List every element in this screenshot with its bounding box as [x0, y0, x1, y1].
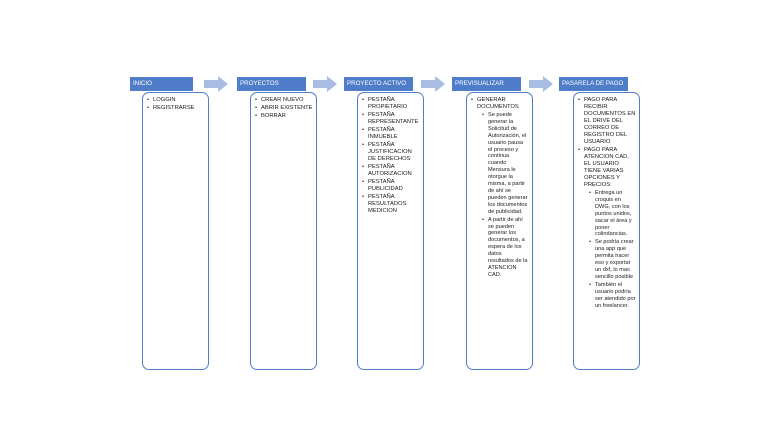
flow-arrow-icon	[421, 76, 445, 92]
stage-item: PESTAÑA INMUEBLE	[362, 127, 420, 141]
stage-header-pasarela-de-pago: PASARELA DE PAGO	[559, 77, 628, 91]
stage-list: PAGO PARA RECIBIR DOCUMENTOS EN EL DRIVE…	[578, 97, 636, 309]
stage-item-text: PAGO PARA RECIBIR DOCUMENTOS EN EL DRIVE…	[584, 97, 636, 145]
stage-header-inicio: INICIO	[130, 77, 193, 91]
stage-item-text: CREAR NUEVO	[261, 97, 304, 103]
stage-item-text: PESTAÑA AUTORIZACION	[368, 164, 412, 177]
sub-item: Se puede generar la Solicitud de Autoriz…	[482, 112, 529, 216]
stage-header-proyectos: PROYECTOS	[237, 77, 306, 91]
stage-list: PESTAÑA PROPIETARIO PESTAÑA REPRESENTANTE…	[362, 97, 420, 215]
stage-box-proyecto-activo: PESTAÑA PROPIETARIO PESTAÑA REPRESENTANTE…	[357, 92, 424, 370]
flow-arrow-icon	[313, 76, 337, 92]
stage-item-text: PESTAÑA INMUEBLE	[368, 127, 398, 140]
stage-header-proyecto-activo: PROYECTO ACTIVO	[344, 77, 413, 91]
stage-item-text: PESTAÑA PUBLICIDAD	[368, 179, 403, 192]
stage-item: REGISTRARSE	[147, 105, 205, 112]
stage-list: GENERAR DOCUMENTOS Se puede generar la So…	[471, 97, 529, 279]
stage-list: CREAR NUEVO ABRIR EXISTENTE BORRAR	[255, 97, 313, 120]
stage-item-text: PESTAÑA PROPIETARIO	[368, 97, 408, 110]
stage-item: PESTAÑA JUSTIFICACION DE DERECHOS	[362, 142, 420, 163]
sub-item: Se podría crear una app que permita hace…	[589, 239, 636, 280]
flow-arrow-icon	[204, 76, 228, 92]
stage-item: PESTAÑA AUTORIZACION	[362, 164, 420, 178]
stage-item: LOGGIN	[147, 97, 205, 104]
flow-arrow-icon	[529, 76, 553, 92]
stage-item: CREAR NUEVO	[255, 97, 313, 104]
stage-item-text: PESTAÑA REPRESENTANTE	[368, 112, 419, 125]
stage-box-pasarela-de-pago: PAGO PARA RECIBIR DOCUMENTOS EN EL DRIVE…	[573, 92, 640, 370]
sub-list: Entrega un croquis en DWG, con los punto…	[589, 190, 636, 309]
stage-box-previsualizar: GENERAR DOCUMENTOS Se puede generar la So…	[466, 92, 533, 370]
sub-item: También el usuario podría ser atendido p…	[589, 282, 636, 310]
stage-item-text: REGISTRARSE	[153, 105, 195, 111]
stage-list: LOGGIN REGISTRARSE	[147, 97, 205, 112]
sub-item: Entrega un croquis en DWG, con los punto…	[589, 190, 636, 238]
stage-item-text: ABRIR EXISTENTE	[261, 105, 313, 111]
stage-header-previsualizar: PREVISUALIZAR	[452, 77, 521, 91]
sub-item: A partir de ahí se pueden generar los do…	[482, 217, 529, 279]
stage-item: PAGO PARA RECIBIR DOCUMENTOS EN EL DRIVE…	[578, 97, 636, 146]
stage-item: PAGO PARA ATENCION CAD, EL USUARIO TIENE…	[578, 147, 636, 309]
stage-box-proyectos: CREAR NUEVO ABRIR EXISTENTE BORRAR	[250, 92, 317, 370]
stage-item: PESTAÑA PROPIETARIO	[362, 97, 420, 111]
stage-item: PESTAÑA REPRESENTANTE	[362, 112, 420, 126]
stage-item: GENERAR DOCUMENTOS Se puede generar la So…	[471, 97, 529, 279]
sub-list: Se puede generar la Solicitud de Autoriz…	[482, 112, 529, 279]
stage-item-text: PAGO PARA ATENCION CAD, EL USUARIO TIENE…	[584, 147, 629, 188]
stage-item-text: BORRAR	[261, 113, 286, 119]
stage-item-text: PESTAÑA RESULTADOS MEDICION	[368, 194, 407, 214]
stage-item: PESTAÑA RESULTADOS MEDICION	[362, 194, 420, 215]
stage-item-text: GENERAR DOCUMENTOS	[477, 97, 519, 110]
stage-item-text: PESTAÑA JUSTIFICACION DE DERECHOS	[368, 142, 412, 162]
stage-item: PESTAÑA PUBLICIDAD	[362, 179, 420, 193]
stage-item-text: LOGGIN	[153, 97, 176, 103]
stage-item: BORRAR	[255, 113, 313, 120]
stage-box-inicio: LOGGIN REGISTRARSE	[142, 92, 209, 370]
stage-item: ABRIR EXISTENTE	[255, 105, 313, 112]
